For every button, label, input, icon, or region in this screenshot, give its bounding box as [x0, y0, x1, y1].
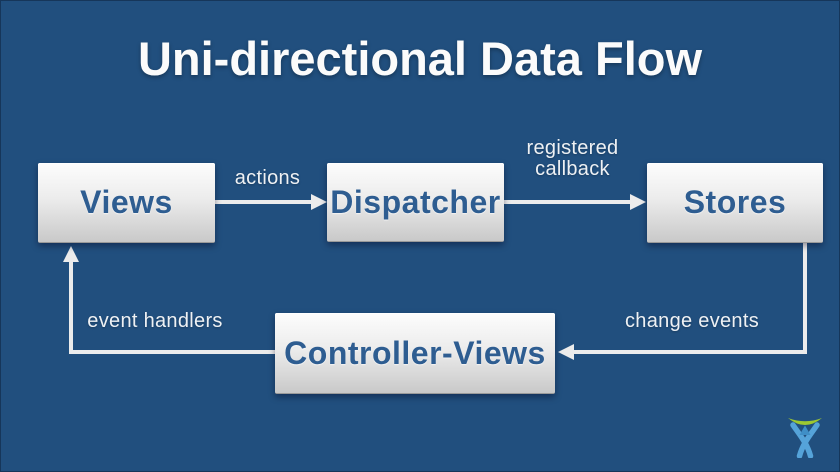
edge-label-change-events: change events [625, 310, 759, 332]
edge-event-handlers-arrow [63, 246, 275, 354]
node-stores-label: Stores [683, 184, 787, 220]
node-views: Views [38, 163, 215, 243]
atlassian-charlie-logo [788, 418, 822, 458]
node-dispatcher-label: Dispatcher [330, 183, 501, 220]
charlie-smile-icon [788, 418, 822, 425]
edge-label-event-handlers: event handlers [87, 310, 223, 332]
slide-title: Uni-directional Data Flow [137, 32, 703, 85]
edge-label-actions: actions [234, 167, 301, 189]
node-controller-views: Controller-Views [275, 313, 555, 394]
edge-label-registered-callback: registered callback [526, 137, 619, 180]
node-views-label: Views [80, 184, 173, 220]
edge-registered-callback-arrow [503, 194, 646, 210]
edge-change-events-arrow [558, 242, 807, 360]
charlie-figure-icon [790, 422, 820, 458]
node-dispatcher: Dispatcher [327, 163, 504, 242]
edge-actions-arrow [215, 194, 327, 210]
node-controller-views-label: Controller-Views [284, 334, 546, 371]
node-stores: Stores [647, 163, 823, 243]
